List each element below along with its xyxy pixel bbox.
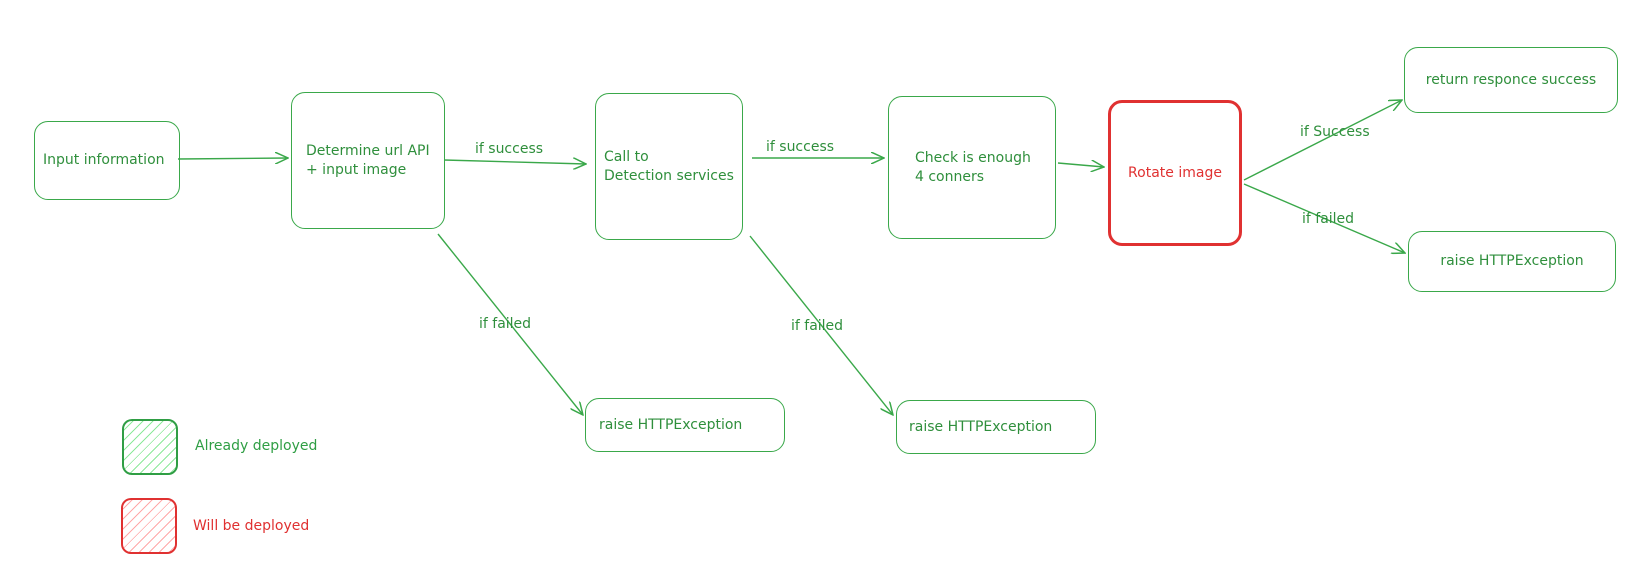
node-label: Check is enough 4 conners: [915, 149, 1031, 185]
node-label: Call to Detection services: [604, 148, 734, 184]
node-check-corners: Check is enough 4 conners: [888, 96, 1056, 239]
node-label: Rotate image: [1128, 164, 1222, 181]
node-label: Input information: [43, 152, 165, 168]
edge-label-call-success: if success: [766, 139, 835, 155]
node-input-information: Input information: [34, 121, 180, 200]
arrow-determine-to-call: [443, 160, 586, 164]
edge-label-rotate-success: if Success: [1300, 124, 1370, 140]
node-raise-call: raise HTTPException: [896, 400, 1096, 454]
arrow-input-to-determine: [177, 158, 288, 159]
node-label: raise HTTPException: [909, 418, 1053, 435]
edge-label-determine-success: if success: [475, 141, 544, 157]
arrow-check-to-rotate: [1057, 163, 1104, 167]
legend-swatch-deployed: [122, 419, 178, 475]
node-label: raise HTTPException: [599, 416, 743, 433]
node-return-success: return responce success: [1404, 47, 1618, 113]
node-call-detection: Call to Detection services: [595, 93, 743, 240]
legend-label-planned: Will be deployed: [193, 518, 310, 534]
edge-label-determine-failed: if failed: [479, 316, 532, 332]
legend-swatch-planned: [121, 498, 177, 554]
node-label: Determine url API + input image: [306, 142, 430, 178]
node-raise-determine: raise HTTPException: [585, 398, 785, 452]
node-label: raise HTTPException: [1440, 253, 1584, 269]
node-rotate-image: Rotate image: [1108, 100, 1242, 246]
arrow-determine-to-failed: [437, 233, 583, 415]
node-raise-rotate: raise HTTPException: [1408, 231, 1616, 292]
edge-label-rotate-failed: if failed: [1302, 211, 1355, 227]
edge-label-call-failed: if failed: [791, 318, 844, 334]
arrow-rotate-to-success: [1243, 100, 1402, 181]
arrow-call-to-failed: [749, 235, 893, 415]
node-determine-url: Determine url API + input image: [291, 92, 445, 229]
node-label: return responce success: [1425, 71, 1597, 88]
legend-label-deployed: Already deployed: [195, 438, 318, 454]
arrow-rotate-to-failed: [1243, 183, 1405, 253]
